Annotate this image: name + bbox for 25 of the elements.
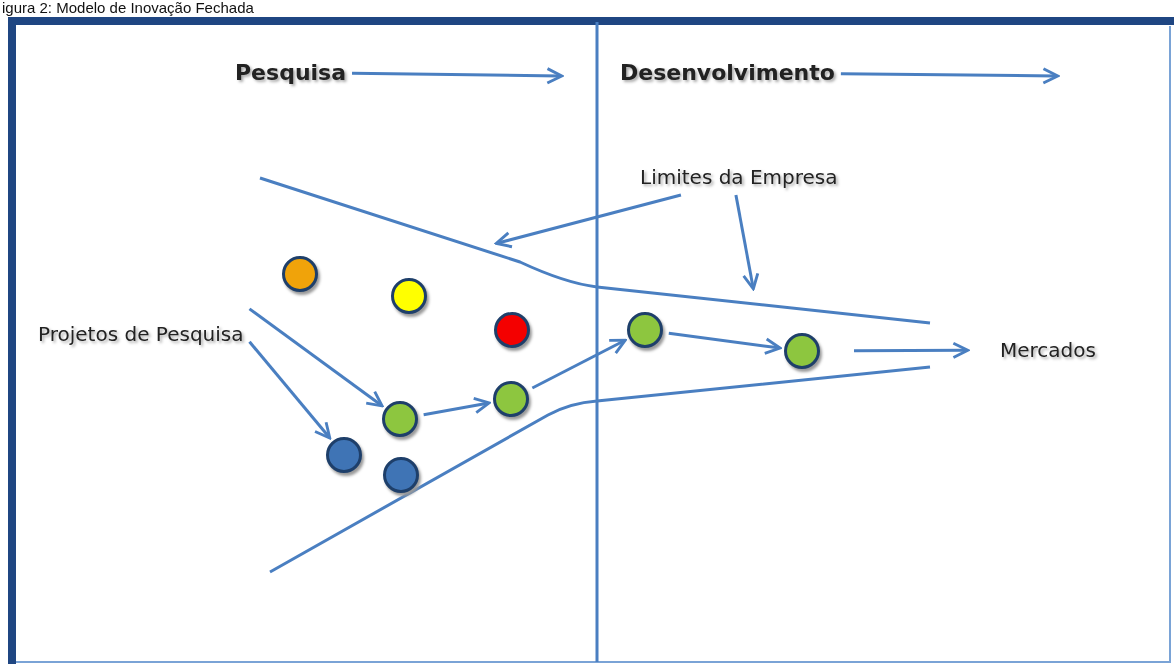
arrow	[734, 194, 760, 291]
arrow	[248, 307, 384, 408]
arrow	[352, 67, 564, 85]
arrow	[854, 341, 970, 359]
project-circle	[391, 278, 427, 314]
arrow	[840, 67, 1060, 85]
arrow	[494, 193, 682, 249]
arrow	[668, 331, 782, 355]
project-circle	[784, 333, 820, 369]
project-circle	[383, 457, 419, 493]
project-circle	[382, 401, 418, 437]
stage-label: Pesquisa	[235, 60, 347, 85]
arrow	[531, 338, 627, 390]
project-circle	[627, 312, 663, 348]
project-circle	[282, 256, 318, 292]
project-circle	[493, 381, 529, 417]
arrow	[423, 396, 491, 417]
project-circle	[326, 437, 362, 473]
diagram-label: Limites da Empresa	[640, 165, 838, 189]
diagram-label: Projetos de Pesquisa	[38, 322, 244, 346]
arrow	[248, 340, 332, 440]
figure-title: igura 2: Modelo de Inovação Fechada	[2, 0, 254, 16]
stage-label: Desenvolvimento	[620, 60, 835, 85]
diagram-label: Mercados	[1000, 338, 1096, 362]
project-circle	[494, 312, 530, 348]
